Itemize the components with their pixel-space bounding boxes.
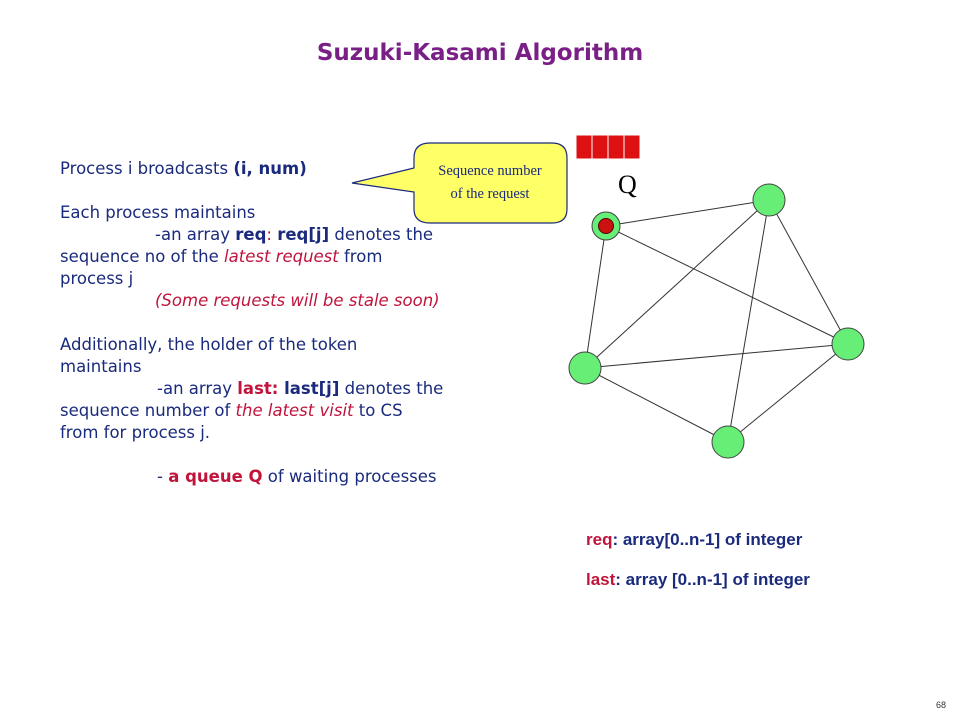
queue-cell bbox=[607, 134, 625, 160]
text-span: of waiting processes bbox=[262, 467, 437, 486]
latest-request-emphasis: latest request bbox=[224, 247, 339, 266]
text-span: Process i broadcasts bbox=[60, 159, 234, 178]
queue-cell bbox=[575, 134, 593, 160]
edge bbox=[768, 199, 849, 345]
text-span: Each process maintains bbox=[60, 203, 256, 222]
text-line: process j bbox=[60, 268, 510, 290]
text-line: Each process maintains bbox=[60, 202, 510, 224]
text-span: - bbox=[157, 467, 169, 486]
process-node bbox=[752, 183, 786, 217]
process-node bbox=[711, 425, 745, 459]
text-span: sequence no of the bbox=[60, 247, 225, 266]
req-decl-type: : array[0..n-1] of integer bbox=[612, 530, 803, 549]
text-span: process j bbox=[60, 269, 134, 288]
slide-title: Suzuki-Kasami Algorithm bbox=[316, 40, 644, 66]
text-span: denotes the bbox=[329, 225, 434, 244]
text-line: sequence number of the latest visit to C… bbox=[60, 400, 510, 422]
queue-array bbox=[575, 134, 641, 160]
token-dot bbox=[598, 218, 614, 234]
text-line: Additionally, the holder of the token bbox=[60, 334, 510, 356]
req-declaration: req: array[0..n-1] of integer bbox=[586, 530, 802, 550]
req-j-keyword: req[j] bbox=[277, 225, 330, 244]
latest-visit-emphasis: the latest visit bbox=[235, 401, 354, 420]
last-declaration: last: array [0..n-1] of integer bbox=[586, 570, 810, 590]
last-decl-type: : array [0..n-1] of integer bbox=[615, 570, 810, 589]
text-line: - a queue Q of waiting processes bbox=[60, 466, 510, 488]
callout-bubble: Sequence number of the request bbox=[351, 142, 568, 224]
edge bbox=[727, 199, 770, 443]
body-text: Process i broadcasts (i, num) Each proce… bbox=[60, 158, 510, 488]
text-span: from bbox=[338, 247, 383, 266]
last-decl-keyword: last bbox=[586, 570, 616, 589]
edge bbox=[605, 225, 849, 345]
graph-edges bbox=[584, 199, 849, 443]
req-keyword: req bbox=[235, 225, 267, 244]
text-span: Additionally, the holder of the token bbox=[60, 335, 358, 354]
text-span: from for process j. bbox=[60, 423, 211, 442]
text-line: maintains bbox=[60, 356, 510, 378]
text-line: Process i broadcasts (i, num) bbox=[60, 158, 510, 180]
last-j-keyword: last[j] bbox=[278, 379, 340, 398]
text-span: -an array bbox=[155, 225, 236, 244]
text-line: sequence no of the latest request from bbox=[60, 246, 510, 268]
page-number: 68 bbox=[935, 700, 946, 710]
edge bbox=[584, 199, 770, 369]
last-keyword: last: bbox=[237, 379, 279, 398]
text-line: (Some requests will be stale soon) bbox=[60, 290, 510, 312]
text-line: from for process j. bbox=[60, 422, 510, 444]
text-span: to CS bbox=[353, 401, 403, 420]
edge bbox=[727, 343, 849, 443]
text-line: -an array last: last[j] denotes the bbox=[60, 378, 510, 400]
edge bbox=[584, 225, 607, 369]
edge bbox=[584, 343, 849, 369]
edge bbox=[584, 367, 729, 443]
callout-line-2: of the request bbox=[451, 186, 530, 202]
queue-cell bbox=[591, 134, 609, 160]
text-span: sequence number of bbox=[60, 401, 236, 420]
text-line: -an array req: req[j] denotes the bbox=[60, 224, 510, 246]
stale-note: (Some requests will be stale soon) bbox=[155, 291, 440, 310]
process-node bbox=[568, 351, 602, 385]
text-span: -an array bbox=[157, 379, 238, 398]
queue-cell bbox=[623, 134, 641, 160]
text-span: denotes the bbox=[339, 379, 444, 398]
broadcast-tuple: (i, num) bbox=[233, 159, 307, 178]
process-node bbox=[831, 327, 865, 361]
queue-keyword: a queue Q bbox=[168, 467, 263, 486]
edge bbox=[605, 199, 770, 227]
text-span: : bbox=[266, 225, 278, 244]
req-decl-keyword: req bbox=[586, 530, 613, 549]
queue-label: Q bbox=[618, 170, 637, 199]
text-span: maintains bbox=[60, 357, 142, 376]
callout-line-1: Sequence number bbox=[438, 163, 542, 179]
